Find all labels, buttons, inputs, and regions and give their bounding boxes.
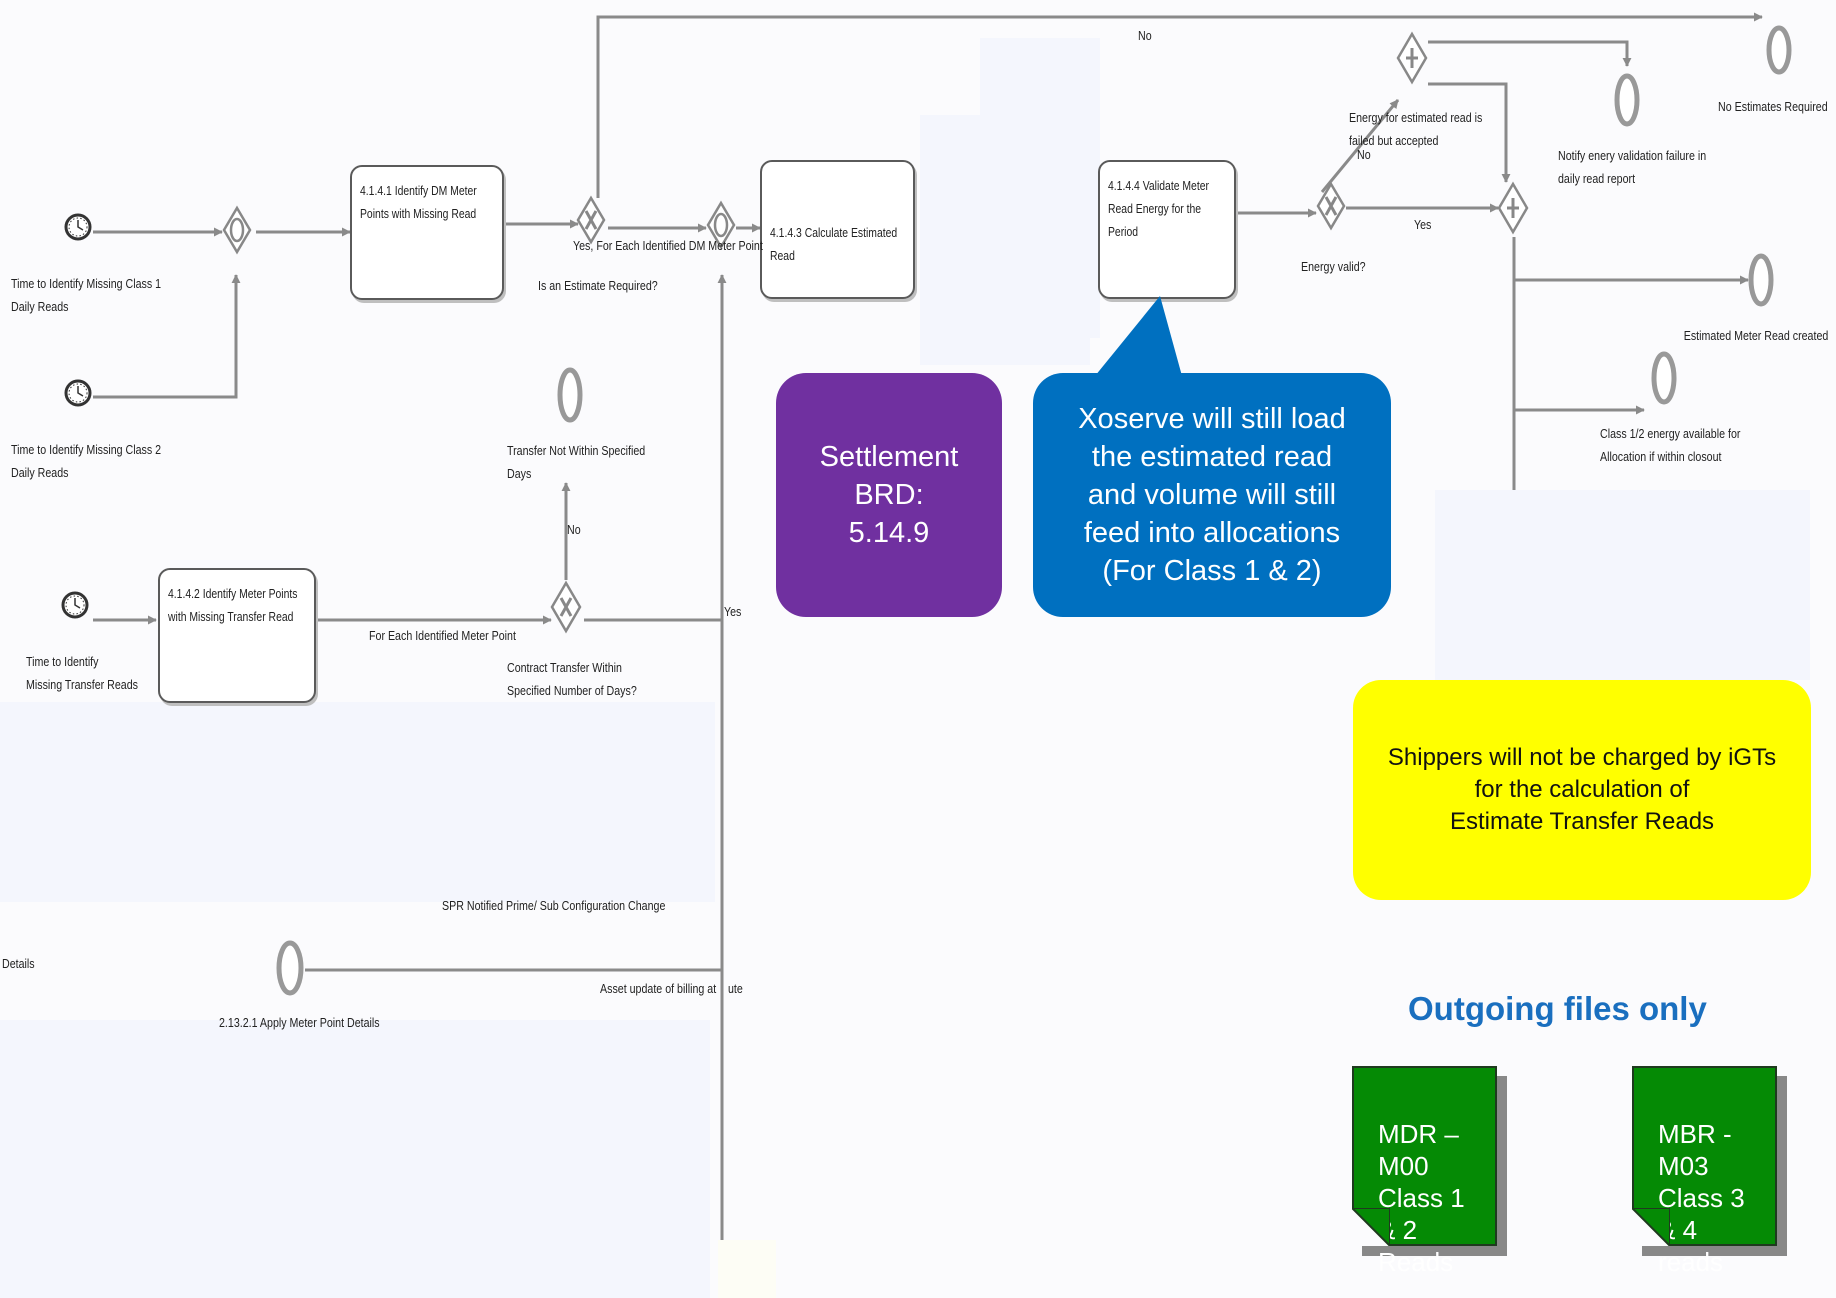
end-class12-icon: [1651, 351, 1677, 405]
end-estimated-created-icon: [1748, 253, 1774, 307]
apply-meter-point-event-icon: [276, 940, 304, 996]
task-4141-label: 4.1.4.1 Identify DM Meter Points with Mi…: [360, 183, 477, 221]
parallel-gateway-icon: [1396, 31, 1428, 85]
flow-to-merge3: [1428, 82, 1511, 183]
start-class1-label: Time to Identify Missing Class 1 Daily R…: [11, 276, 162, 314]
blank-region: [0, 1020, 710, 1298]
blank-region: [0, 902, 170, 950]
flow-energy-no: [1320, 99, 1400, 193]
flow-no-energy-label: No: [1357, 147, 1371, 162]
page-fold-icon: [1352, 1208, 1390, 1246]
outgoing-file-mdr-label: MDR – M00 Class 1 & 2 Reads: [1378, 1119, 1465, 1277]
start-class2-label: Time to Identify Missing Class 2 Daily R…: [11, 442, 162, 480]
flow-spr-notified-label: SPR Notified Prime/ Sub Configuration Ch…: [442, 898, 666, 913]
contract-gateway-label: Contract Transfer Within Specified Numbe…: [507, 660, 637, 698]
flow-yes-fragment-label: Yes: [724, 604, 742, 619]
merge2-gateway-icon: [706, 200, 736, 250]
flow-asset-update-label: Asset update of billing at ute: [600, 981, 743, 996]
outgoing-file-mbr-label: MBR - M03 Class 3 & 4 reads: [1658, 1119, 1745, 1277]
page-fold-icon: [1632, 1208, 1670, 1246]
xoserve-callout-pointer: [1095, 296, 1182, 376]
task-4142-label: 4.1.4.2 Identify Meter Points with Missi…: [168, 586, 298, 624]
estimate-gateway-icon: [576, 195, 606, 245]
end-no-estimates-label: No Estimates Required: [1718, 99, 1828, 114]
end-notify-label: Notify enery validation failure in daily…: [1558, 148, 1707, 186]
end-no-estimates-icon: [1766, 25, 1792, 75]
start-timer-class2-icon: [64, 379, 92, 407]
flow-yes-energy-label: Yes: [1414, 217, 1432, 232]
contract-gateway-icon: [550, 580, 582, 634]
details-fragment-label: Details: [2, 956, 35, 971]
task-4143[interactable]: 4.1.4.3 Calculate Estimated Read: [760, 160, 915, 299]
flow-yes-each-dm-label: Yes, For Each Identified DM Meter Point: [573, 238, 763, 253]
blank-region: [1435, 490, 1810, 680]
parallel-merge-gateway-icon: [1497, 181, 1529, 235]
outgoing-file-mdr: MDR – M00 Class 1 & 2 Reads: [1352, 1066, 1497, 1277]
outgoing-files-heading: Outgoing files only: [1408, 990, 1707, 1027]
blank-region: [718, 1240, 776, 1298]
blank-region: [920, 115, 1090, 365]
blank-region: [0, 702, 715, 902]
flow-no-estimate: [596, 12, 1763, 198]
flow-energy-failed-label: Energy for estimated read is failed but …: [1349, 110, 1483, 148]
xoserve-callout: Xoserve will still load the estimated re…: [1033, 373, 1391, 617]
task-4144-label: 4.1.4.4 Validate Meter Read Energy for t…: [1108, 178, 1209, 239]
start-timer-transfer-icon: [61, 591, 89, 619]
flow-start2: [93, 274, 241, 399]
task-4141[interactable]: 4.1.4.1 Identify DM Meter Points with Mi…: [350, 165, 504, 300]
apply-meter-point-label: 2.13.2.1 Apply Meter Point Details: [219, 1015, 380, 1030]
estimate-gateway-label: Is an Estimate Required?: [538, 278, 658, 293]
end-transfer-not-within-icon: [557, 367, 583, 423]
outgoing-file-mbr: MBR - M03 Class 3 & 4 reads: [1632, 1066, 1777, 1277]
flow-for-each-meter-label: For Each Identified Meter Point: [369, 628, 516, 643]
task-4142[interactable]: 4.1.4.2 Identify Meter Points with Missi…: [158, 568, 316, 703]
flow-no-transfer-label: No: [567, 522, 581, 537]
energy-gateway-label: Energy valid?: [1301, 259, 1366, 274]
task-4143-label: 4.1.4.3 Calculate Estimated Read: [770, 225, 898, 263]
start-timer-class1-icon: [64, 213, 92, 241]
energy-gateway-icon: [1316, 181, 1346, 231]
merge-gateway-icon: [222, 205, 252, 255]
shippers-callout: Shippers will not be charged by iGTs for…: [1353, 680, 1811, 900]
end-notify-icon: [1614, 73, 1640, 127]
flow-no-top-label: No: [1138, 28, 1152, 43]
task-4144[interactable]: 4.1.4.4 Validate Meter Read Energy for t…: [1098, 160, 1236, 299]
settlement-callout: Settlement BRD: 5.14.9: [776, 373, 1002, 617]
end-class12-label: Class 1/2 energy available for Allocatio…: [1600, 426, 1741, 464]
end-estimated-created-label: Estimated Meter Read created: [1683, 328, 1828, 343]
start-transfer-label: Time to Identify Missing Transfer Reads: [26, 654, 138, 692]
end-transfer-not-within-label: Transfer Not Within Specified Days: [507, 443, 646, 481]
flow-to-notify: [1428, 40, 1632, 67]
